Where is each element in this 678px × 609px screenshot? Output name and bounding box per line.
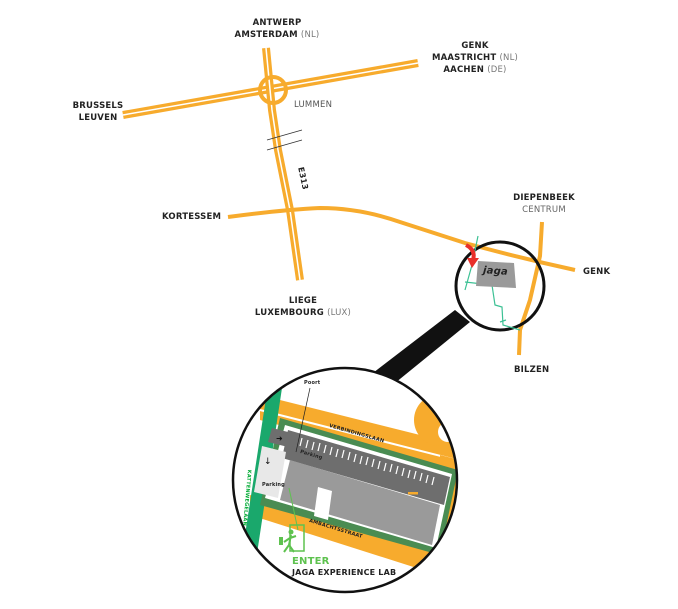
- label-liege: LIEGE LUXEMBOURG (LUX): [238, 295, 368, 319]
- label-diepenbeek: DIEPENBEEK CENTRUM: [504, 192, 584, 216]
- jaga-logo: jaga: [482, 265, 509, 278]
- jaga-building: [476, 261, 516, 288]
- roundabout-lummen: [258, 75, 288, 105]
- label-line: LIEGE: [288, 296, 318, 306]
- svg-text:↓: ↓: [264, 457, 272, 467]
- label-poort: Poort: [304, 380, 321, 386]
- parking-stripes: [299, 437, 435, 486]
- label-jaga-experience-lab: JAGA EXPERIENCE LAB: [292, 568, 397, 577]
- label-suffix: (NL): [499, 53, 519, 63]
- road-diepenbeek-bilzen: [517, 221, 544, 356]
- site-detail: ➜ ↓: [233, 368, 457, 592]
- label-suffix: (DE): [487, 65, 507, 75]
- label-line: CENTRUM: [522, 205, 566, 215]
- label-bilzen: BILZEN: [514, 365, 550, 375]
- road-break-marks: [266, 129, 303, 151]
- label-lummen: LUMMEN: [294, 100, 333, 110]
- building-footprint: [280, 460, 440, 545]
- label-line: BRUSSELS: [72, 101, 124, 111]
- label-brussels: BRUSSELS LEUVEN: [70, 100, 126, 124]
- label-parking-side: Parking: [262, 482, 285, 488]
- label-antwerp: ANTWERP AMSTERDAM (NL): [232, 17, 322, 41]
- label-line: AMSTERDAM: [234, 30, 298, 40]
- label-line: LEUVEN: [78, 113, 118, 123]
- label-line: AACHEN: [443, 65, 485, 75]
- svg-text:➜: ➜: [276, 434, 283, 443]
- highway-e313: [262, 47, 304, 281]
- side-parking: [254, 446, 286, 498]
- label-genk: GENK: [583, 267, 611, 277]
- label-suffix: (LUX): [327, 308, 352, 318]
- label-genk-maastricht: GENK MAASTRICHT (NL) AACHEN (DE): [420, 40, 530, 76]
- label-line: ANTWERP: [252, 18, 302, 28]
- enter-icon: [279, 524, 305, 553]
- label-line: DIEPENBEEK: [513, 193, 575, 203]
- label-kortessem: KORTESSEM: [162, 212, 222, 222]
- label-suffix: (NL): [300, 30, 320, 40]
- label-line: MAASTRICHT: [431, 53, 497, 63]
- detail-circle-border: [231, 366, 459, 594]
- gate-entry: [268, 428, 296, 448]
- label-line: GENK: [461, 41, 489, 51]
- label-enter: ENTER: [292, 556, 330, 567]
- road-verbindingslaan: [260, 395, 457, 478]
- road-kortessem-genk: [227, 205, 576, 272]
- parking-area: [282, 430, 450, 505]
- label-line: LUXEMBOURG: [254, 308, 324, 318]
